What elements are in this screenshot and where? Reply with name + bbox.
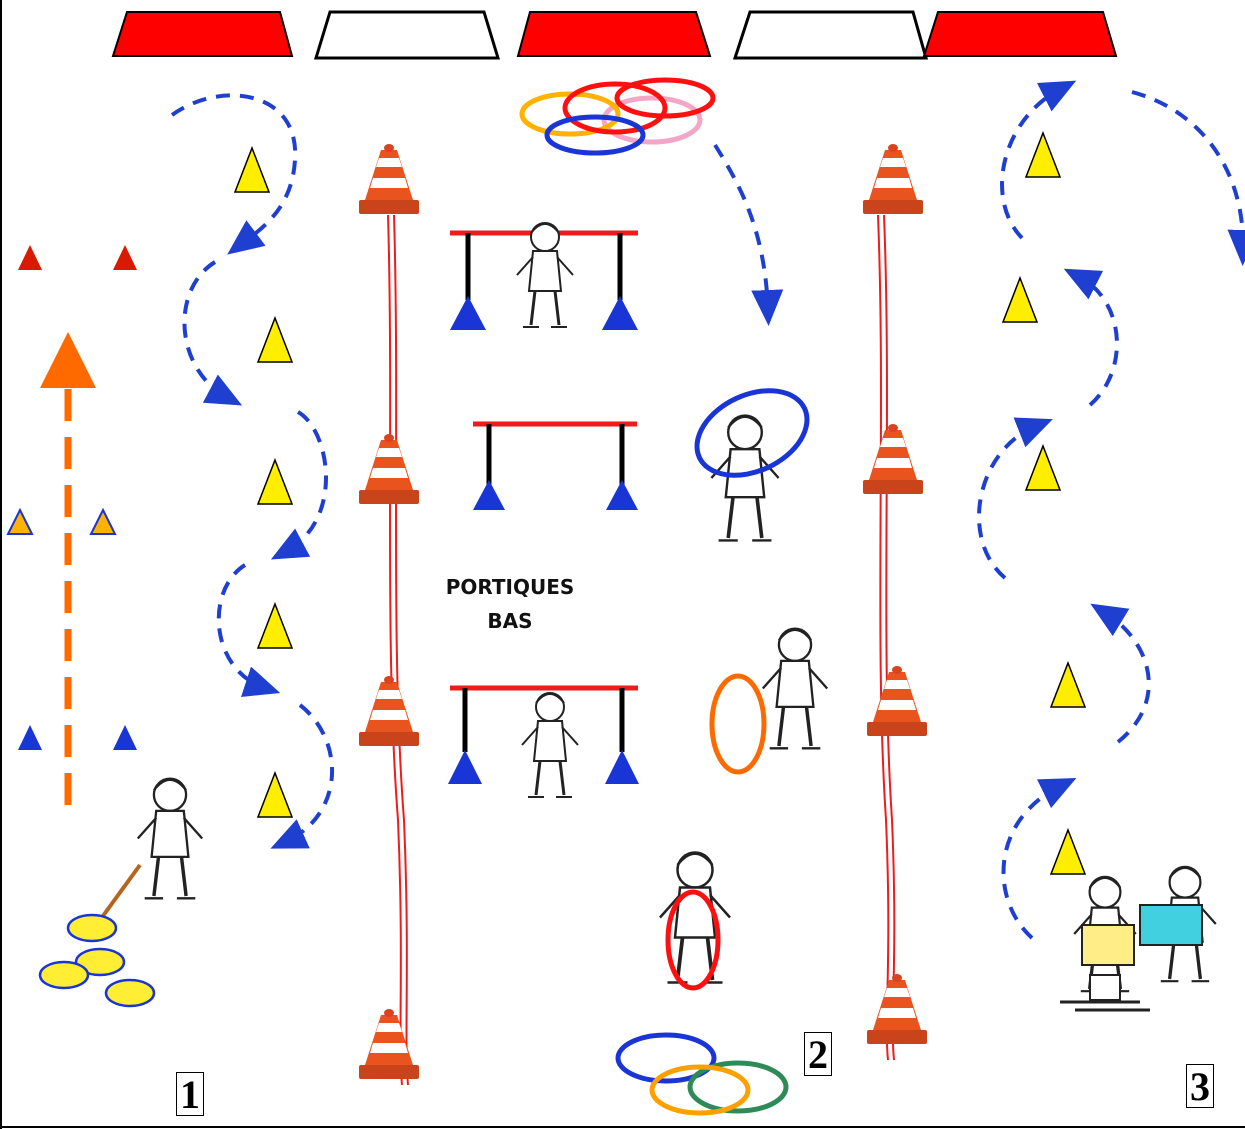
red-marker-cone-icon bbox=[18, 245, 42, 270]
zone-3-box: 3 bbox=[1186, 1064, 1214, 1108]
hoop-icon bbox=[601, 95, 703, 145]
low-gate-icon bbox=[473, 421, 638, 510]
traffic-cone-icon bbox=[863, 424, 923, 494]
puck-icon bbox=[66, 913, 118, 943]
yellow-cone-icon bbox=[234, 147, 270, 193]
traffic-cone-icon bbox=[359, 144, 419, 214]
orange-marker-cone-icon bbox=[89, 507, 117, 535]
center-label-line2: BAS bbox=[487, 609, 533, 633]
hoop-icon bbox=[544, 114, 646, 156]
skater-figure-icon bbox=[709, 413, 781, 543]
traffic-cone-icon bbox=[863, 144, 923, 214]
lane-rope-right bbox=[877, 214, 896, 1061]
hoop-icon bbox=[615, 1032, 717, 1084]
skater-figure-icon bbox=[515, 221, 575, 329]
blue-path-arrow bbox=[1131, 90, 1245, 266]
center-label-box: PORTIQUES BAS bbox=[445, 575, 575, 633]
yellow-cone-icon bbox=[1002, 277, 1038, 323]
blue-path-arrow bbox=[170, 93, 298, 255]
orange-marker-cone-icon bbox=[6, 507, 34, 535]
hoop-pile bbox=[519, 77, 716, 156]
hoop-icon bbox=[649, 1064, 751, 1116]
blue-path-arrow bbox=[182, 260, 243, 406]
traffic-cone-icon bbox=[359, 676, 419, 746]
sled-icon bbox=[1060, 865, 1218, 1012]
goal-blocks bbox=[111, 10, 1118, 60]
blue-path-arrow bbox=[1000, 80, 1077, 240]
lane-rope-left bbox=[387, 214, 409, 1086]
yellow-cone-icon bbox=[257, 459, 293, 505]
yellow-cone-icon bbox=[257, 603, 293, 649]
blue-path-arrow bbox=[1063, 268, 1119, 407]
yellow-cone-icon bbox=[1025, 132, 1061, 178]
traffic-cone-icon bbox=[867, 666, 927, 736]
hoop-icon bbox=[687, 1060, 789, 1114]
blue-path-arrow bbox=[216, 563, 281, 697]
yellow-cone-icon bbox=[1050, 829, 1086, 875]
blue-path-arrow bbox=[1090, 603, 1151, 744]
zone-2-box: 2 bbox=[804, 1032, 832, 1076]
blue-path-arrow bbox=[270, 703, 335, 849]
red-marker-cone-icon bbox=[113, 245, 137, 270]
skater-figure-icon bbox=[761, 626, 829, 751]
hoop-icon bbox=[519, 91, 621, 137]
yellow-cone-icon bbox=[1050, 662, 1086, 708]
goal-block-red bbox=[922, 11, 1118, 57]
puck-icon bbox=[74, 947, 126, 977]
goal-block-red bbox=[111, 11, 294, 57]
traffic-cone-icon bbox=[867, 974, 927, 1044]
traffic-cone-icon bbox=[359, 1009, 419, 1079]
zone-number-3: 3 bbox=[1186, 1064, 1214, 1108]
goal-block-white bbox=[313, 10, 501, 60]
zone-number-1: 1 bbox=[176, 1072, 204, 1116]
stick-icon bbox=[98, 863, 142, 922]
hoop-icon bbox=[614, 77, 716, 119]
blue-path-arrow bbox=[713, 143, 784, 326]
goal-block-red bbox=[516, 11, 712, 57]
zone-1-box: 1 bbox=[176, 1072, 204, 1116]
hoop-pile-bottom bbox=[615, 1032, 789, 1116]
skater-figure-icon bbox=[136, 776, 204, 901]
blue-marker-cone-icon bbox=[113, 725, 137, 750]
hoop-icon bbox=[709, 673, 767, 775]
hoop-icon bbox=[665, 889, 721, 991]
low-gate-icon bbox=[448, 685, 639, 784]
goal-block-white bbox=[732, 10, 928, 60]
yellow-cone-icon bbox=[1025, 445, 1061, 491]
low-gate-icon bbox=[450, 230, 638, 330]
skater-figure-icon bbox=[520, 691, 580, 799]
blue-path-arrow bbox=[977, 417, 1053, 580]
traffic-cone-icon bbox=[359, 434, 419, 504]
hoop-icon bbox=[694, 388, 810, 478]
blue-path-arrow bbox=[270, 410, 328, 560]
center-label-line1: PORTIQUES bbox=[445, 575, 575, 599]
yellow-cone-icon bbox=[257, 772, 293, 818]
yellow-cone-icon bbox=[257, 317, 293, 363]
puck-group bbox=[38, 913, 156, 1008]
puck-icon bbox=[104, 978, 156, 1008]
blue-marker-cone-icon bbox=[18, 725, 42, 750]
zone-number-2: 2 bbox=[804, 1032, 832, 1076]
puck-icon bbox=[38, 960, 90, 990]
blue-path-arrow bbox=[1001, 777, 1077, 940]
hoop-icon bbox=[562, 81, 668, 135]
